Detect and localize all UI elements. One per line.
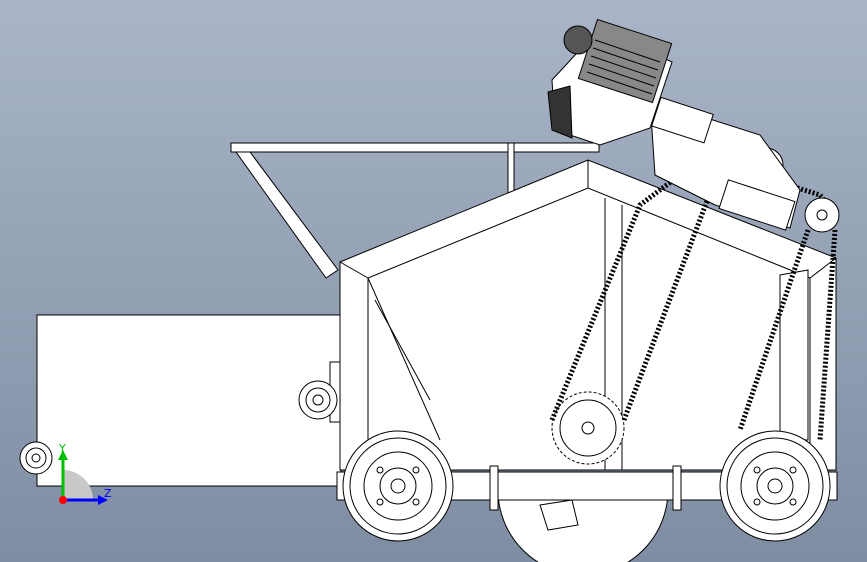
handle-post <box>507 142 515 199</box>
machine-model[interactable] <box>19 18 840 562</box>
cutting-disc[interactable] <box>497 489 669 562</box>
front-wheel[interactable] <box>342 430 454 542</box>
z-axis-arrow <box>98 495 108 505</box>
disc-bracket <box>539 499 579 531</box>
handle-bar[interactable] <box>230 142 600 153</box>
y-axis-label: Y <box>58 442 66 455</box>
lower-sprocket[interactable] <box>551 391 625 465</box>
motor[interactable] <box>547 18 714 146</box>
hopper-body[interactable] <box>339 159 837 471</box>
y-axis-arrow <box>58 450 68 460</box>
side-pulley[interactable] <box>298 361 341 423</box>
upper-sprocket-3[interactable] <box>804 197 840 233</box>
small-caster-wheel[interactable] <box>19 441 53 475</box>
coordinate-triad[interactable]: Y Z <box>58 442 112 505</box>
front-box[interactable] <box>36 314 342 487</box>
z-axis-label: Z <box>104 487 112 500</box>
x-axis-dot <box>59 496 67 504</box>
rear-wheel[interactable] <box>719 430 831 542</box>
handle-strut <box>235 151 339 279</box>
